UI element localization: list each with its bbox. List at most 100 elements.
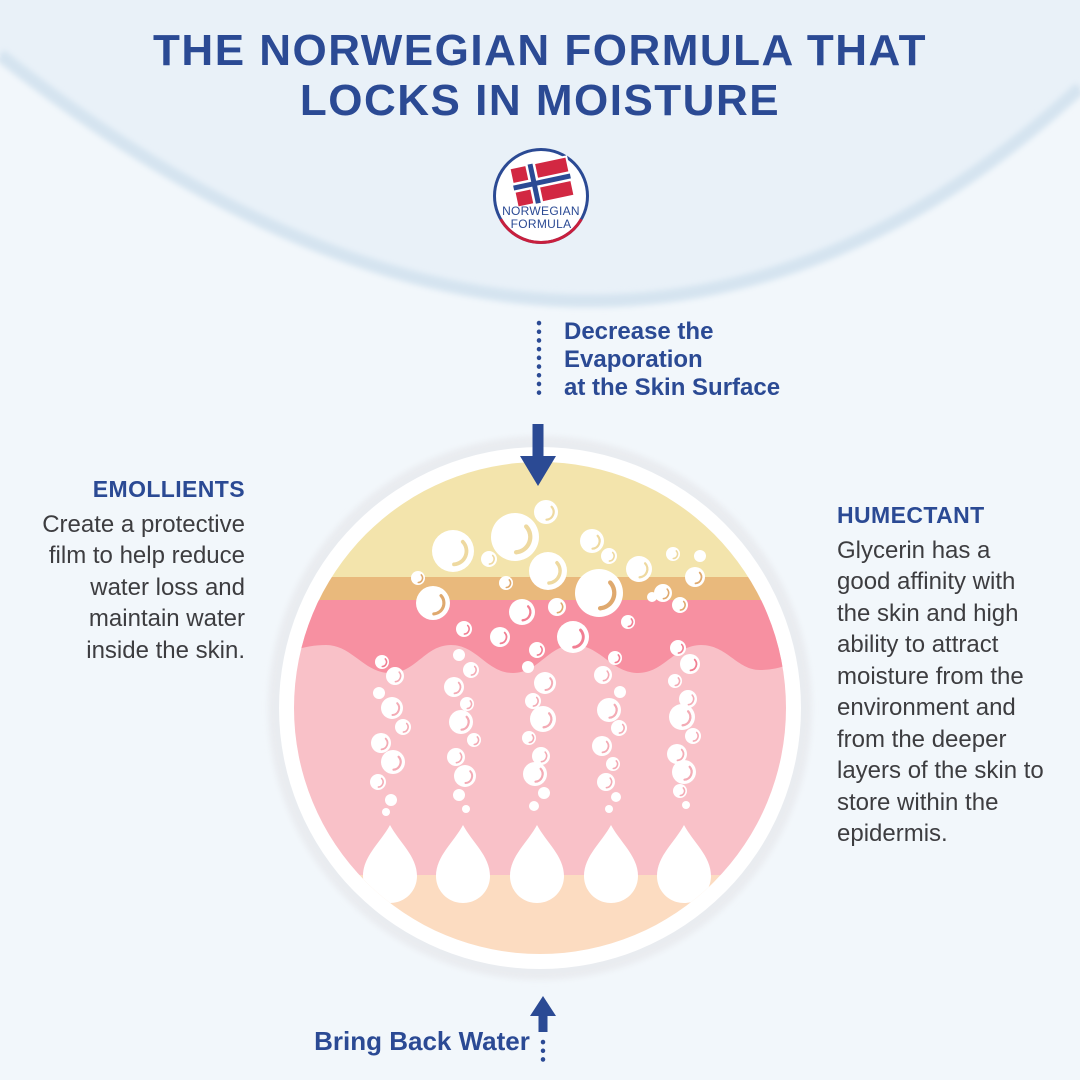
- column-bubble-shine: [466, 700, 473, 710]
- foam-bubble: [499, 576, 513, 590]
- foam-bubble-shine: [662, 588, 670, 600]
- column-bubble-shine: [602, 670, 610, 682]
- foam-bubble: [490, 627, 510, 647]
- foam-bubble-shine: [513, 524, 533, 555]
- column-bubble: [523, 762, 547, 786]
- column-bubble-shine: [692, 731, 699, 742]
- column-bubble: [453, 789, 465, 801]
- column-bubble: [373, 687, 385, 699]
- column-bubble-shine: [601, 740, 610, 754]
- emollients-body: Create a protective film to help reduce …: [42, 511, 245, 664]
- column-bubble: [680, 654, 700, 674]
- column-bubble-shine: [605, 777, 613, 789]
- column-bubble: [608, 651, 622, 665]
- column-bubble-shine: [677, 643, 684, 654]
- column-bubble: [385, 794, 397, 806]
- foam-bubble: [666, 547, 680, 561]
- column-bubble: [668, 674, 682, 688]
- foam-bubble: [601, 548, 617, 564]
- foam-bubble-shine: [452, 539, 469, 567]
- column-bubble-shine: [377, 777, 384, 788]
- column-bubble-shine: [473, 736, 480, 746]
- foam-bubble-shine: [627, 618, 634, 628]
- page-title: THE NORWEGIAN FORMULA THAT LOCKS IN MOIS…: [0, 26, 1080, 125]
- page-title-line2: LOCKS IN MOISTURE: [299, 75, 781, 125]
- logo-text-line2: FORMULA: [511, 217, 572, 231]
- column-bubble: [381, 697, 403, 719]
- column-bubble: [597, 773, 615, 791]
- column-bubble-shine: [676, 748, 685, 762]
- foam-bubble: [557, 621, 589, 653]
- foam-bubble: [432, 530, 474, 572]
- callout-humectant: HUMECTANT Glycerin has a good affinity w…: [837, 502, 1080, 849]
- column-bubble-shine: [679, 787, 686, 797]
- column-bubble: [611, 792, 621, 802]
- foam-bubble: [534, 500, 558, 524]
- column-bubble-shine: [618, 723, 625, 734]
- column-bubble: [614, 686, 626, 698]
- column-bubble: [449, 710, 473, 734]
- column-bubble: [685, 728, 701, 744]
- foam-bubble-shine: [608, 551, 615, 562]
- foam-bubble-shine: [572, 628, 585, 649]
- humectant-body: Glycerin has a good affinity with the sk…: [837, 537, 1044, 847]
- column-bubble: [532, 747, 550, 765]
- column-bubble-shine: [674, 677, 681, 687]
- foam-bubble: [491, 513, 539, 561]
- column-bubble: [454, 765, 476, 787]
- column-bubble: [467, 733, 481, 747]
- water-drop: [363, 825, 417, 903]
- page-title-line1: THE NORWEGIAN FORMULA THAT: [153, 26, 927, 75]
- column-bubble: [679, 690, 697, 708]
- foam-bubble: [694, 550, 706, 562]
- column-bubble-shine: [683, 765, 693, 781]
- column-bubble-shine: [542, 712, 553, 729]
- skin-layer-tan: [294, 577, 786, 608]
- column-bubble-shine: [532, 696, 539, 707]
- column-bubble: [673, 784, 687, 798]
- column-bubble: [667, 744, 687, 764]
- column-bubble-shine: [453, 681, 462, 695]
- foam-bubble: [654, 584, 672, 602]
- column-bubble-shine: [614, 654, 621, 664]
- foam-bubble-shine: [591, 534, 601, 550]
- column-bubble-shine: [402, 722, 409, 733]
- foam-bubble: [575, 569, 623, 617]
- arrow-down-icon: [520, 424, 556, 486]
- column-bubble-shine: [460, 715, 470, 731]
- column-bubble-shine: [536, 645, 543, 656]
- column-bubble: [453, 649, 465, 661]
- foam-bubble-shine: [679, 600, 686, 611]
- foam-bubble: [580, 529, 604, 553]
- circle-outer-shadow-ring: [268, 436, 812, 980]
- column-bubble-shine: [380, 737, 389, 751]
- logo-circle-red-arc: [499, 218, 583, 245]
- column-bubble: [592, 736, 612, 756]
- column-bubble: [669, 704, 695, 730]
- foam-bubble-shine: [545, 505, 555, 521]
- foam-bubble-shine: [547, 561, 562, 585]
- column-bubble-shine: [534, 767, 544, 783]
- column-bubble: [370, 774, 386, 790]
- foam-bubble: [456, 621, 472, 637]
- callout-bring-back-water: Bring Back Water: [314, 1026, 530, 1056]
- foam-bubble: [672, 597, 688, 613]
- column-bubble: [530, 706, 556, 732]
- foam-bubble: [647, 592, 657, 602]
- column-bubble-shine: [681, 710, 692, 727]
- column-bubble-shine: [689, 658, 698, 672]
- water-drop: [584, 825, 638, 903]
- column-bubble-shine: [394, 671, 402, 683]
- foam-bubble-shine: [521, 605, 532, 622]
- callout-emollients: EMOLLIENTS Create a protective film to h…: [8, 476, 245, 666]
- foam-bubble: [626, 556, 652, 582]
- foam-bubble-shine: [499, 631, 508, 645]
- water-drop: [657, 825, 711, 903]
- column-bubble-shine: [608, 703, 618, 719]
- water-drop: [436, 825, 490, 903]
- column-bubble: [670, 640, 686, 656]
- column-bubble-shine: [392, 755, 402, 771]
- foam-bubble-shine: [432, 594, 446, 616]
- flag-blue-cross-h: [513, 173, 571, 191]
